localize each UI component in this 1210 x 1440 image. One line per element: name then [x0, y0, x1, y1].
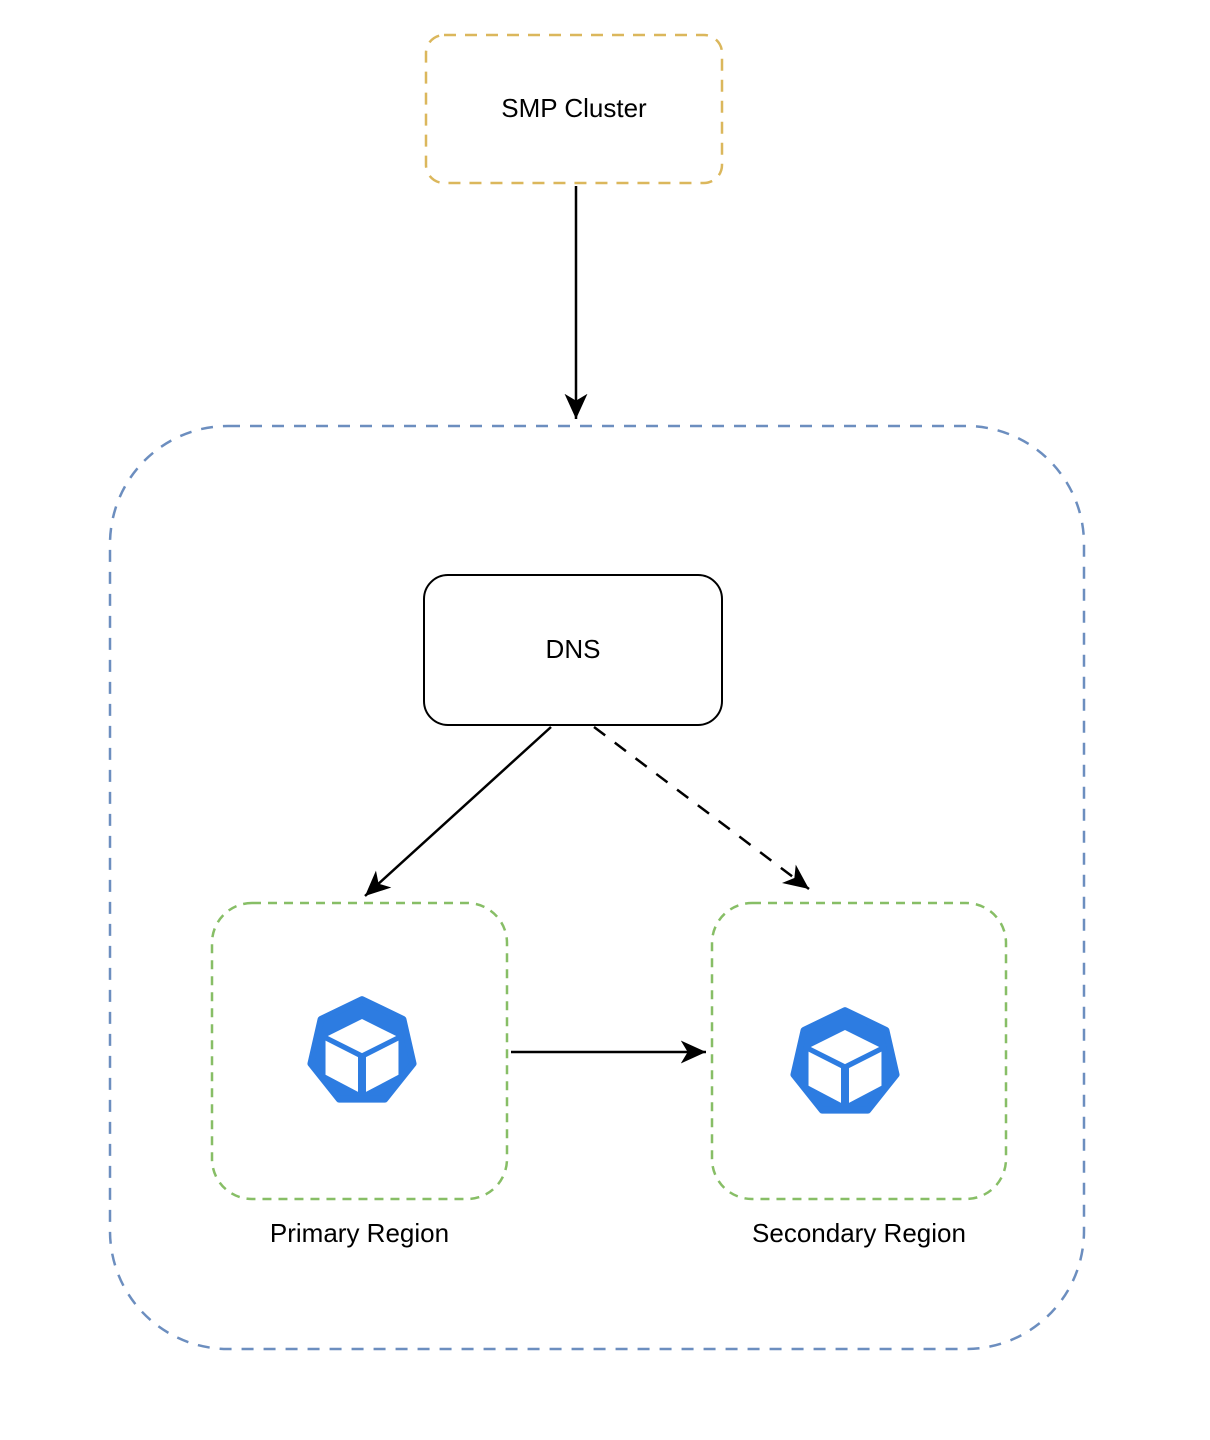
smp-cluster-label: SMP Cluster — [501, 93, 647, 124]
edge-dns-to-secondary — [593, 726, 810, 890]
cube-left-face — [808, 1051, 842, 1103]
cube-right-face — [365, 1040, 399, 1092]
cube-top-face — [810, 1029, 880, 1065]
cluster-cube-icon — [790, 1007, 900, 1114]
secondary-region-box — [710, 901, 1008, 1201]
smp-cluster-node-box — [424, 33, 724, 185]
dns-label: DNS — [545, 634, 601, 665]
cube-right-face — [848, 1051, 882, 1103]
primary-region-box — [210, 901, 509, 1201]
edge-dns-to-primary — [364, 726, 552, 897]
cube-left-face — [325, 1040, 359, 1092]
dns-node-box — [423, 574, 723, 726]
cluster-cube-icon — [307, 996, 417, 1103]
secondary-region-label: Secondary Region — [752, 1218, 966, 1249]
primary-region-label: Primary Region — [269, 1218, 450, 1249]
outer-container-box — [108, 424, 1086, 1351]
